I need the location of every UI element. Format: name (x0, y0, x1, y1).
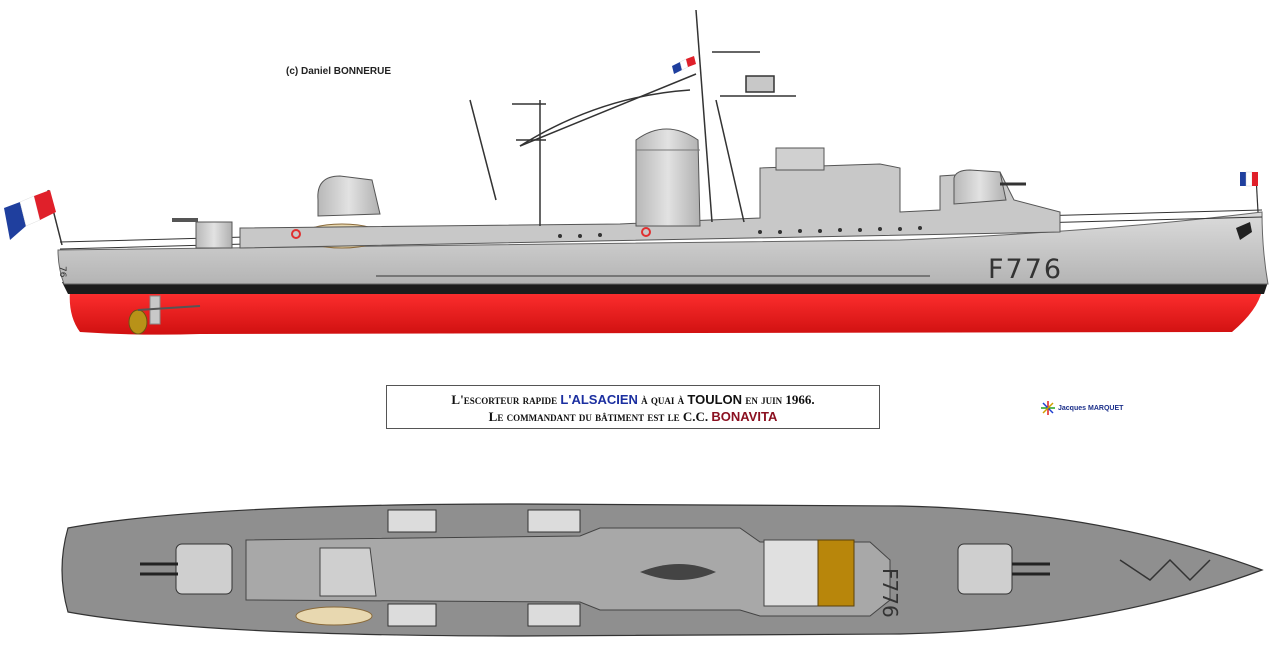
bow-flag (1240, 171, 1259, 213)
funnel-plan (319, 547, 377, 597)
artist-credit: (c) Daniel BONNERUE (286, 66, 392, 77)
underwater-hull (69, 290, 1263, 335)
main-mast (519, 9, 796, 223)
brown-platform (817, 539, 855, 607)
caption-location-prefix: à quai à (641, 392, 685, 407)
top-view: F776 (61, 503, 1264, 637)
signature-last-name: MARQUET (1088, 404, 1124, 412)
mast-plan (640, 564, 716, 580)
deckhouse-plan (245, 527, 891, 617)
top-pennant-number: F776 (878, 568, 902, 618)
caption-date-prefix: en juin (745, 392, 783, 407)
aft-mast (469, 99, 546, 226)
side-view: F776 76 (4, 9, 1269, 335)
forward-turret-plan (957, 543, 1050, 595)
caption-commander-prefix: Le commandant du bâtiment est le C.C. (488, 409, 709, 424)
portholes (558, 226, 922, 238)
lifebuoy (641, 227, 651, 237)
lifebuoy (291, 229, 301, 239)
lifeboat-plan (295, 606, 373, 626)
caption-box: L'escorteur rapide L'ALSACIEN à quai à T… (386, 385, 880, 429)
caption-line-1: L'escorteur rapide L'ALSACIEN à quai à T… (387, 391, 879, 408)
bow-number: 76 (57, 266, 67, 278)
anchor (1236, 222, 1252, 240)
main-hull (57, 211, 1269, 285)
caption-year: 1966. (785, 392, 815, 407)
signature-first-name: Jacques (1058, 404, 1087, 412)
funnel (635, 128, 701, 227)
aft-turret-plan (140, 543, 233, 595)
boot-topping (62, 282, 1268, 294)
artist-signature: Jacques MARQUET (1040, 400, 1123, 416)
aft-gun-mount (172, 218, 233, 249)
forward-gun-mount (953, 169, 1007, 205)
side-pennant-number: F776 (988, 254, 1063, 285)
caption-line-2: Le commandant du bâtiment est le C.C. BO… (387, 408, 879, 425)
aft-director (317, 175, 381, 217)
star-logo-icon (1041, 401, 1055, 415)
anchor-chains (1119, 558, 1211, 582)
torpedo-launchers (387, 509, 581, 627)
mast-flag (672, 56, 696, 74)
bridge (775, 147, 825, 171)
stern-flag (4, 189, 63, 246)
caption-intro: L'escorteur rapide (451, 392, 558, 407)
commander-name: BONAVITA (711, 409, 778, 424)
ship-name: L'ALSACIEN (560, 392, 638, 407)
propeller (128, 295, 201, 335)
city-name: TOULON (687, 392, 743, 407)
